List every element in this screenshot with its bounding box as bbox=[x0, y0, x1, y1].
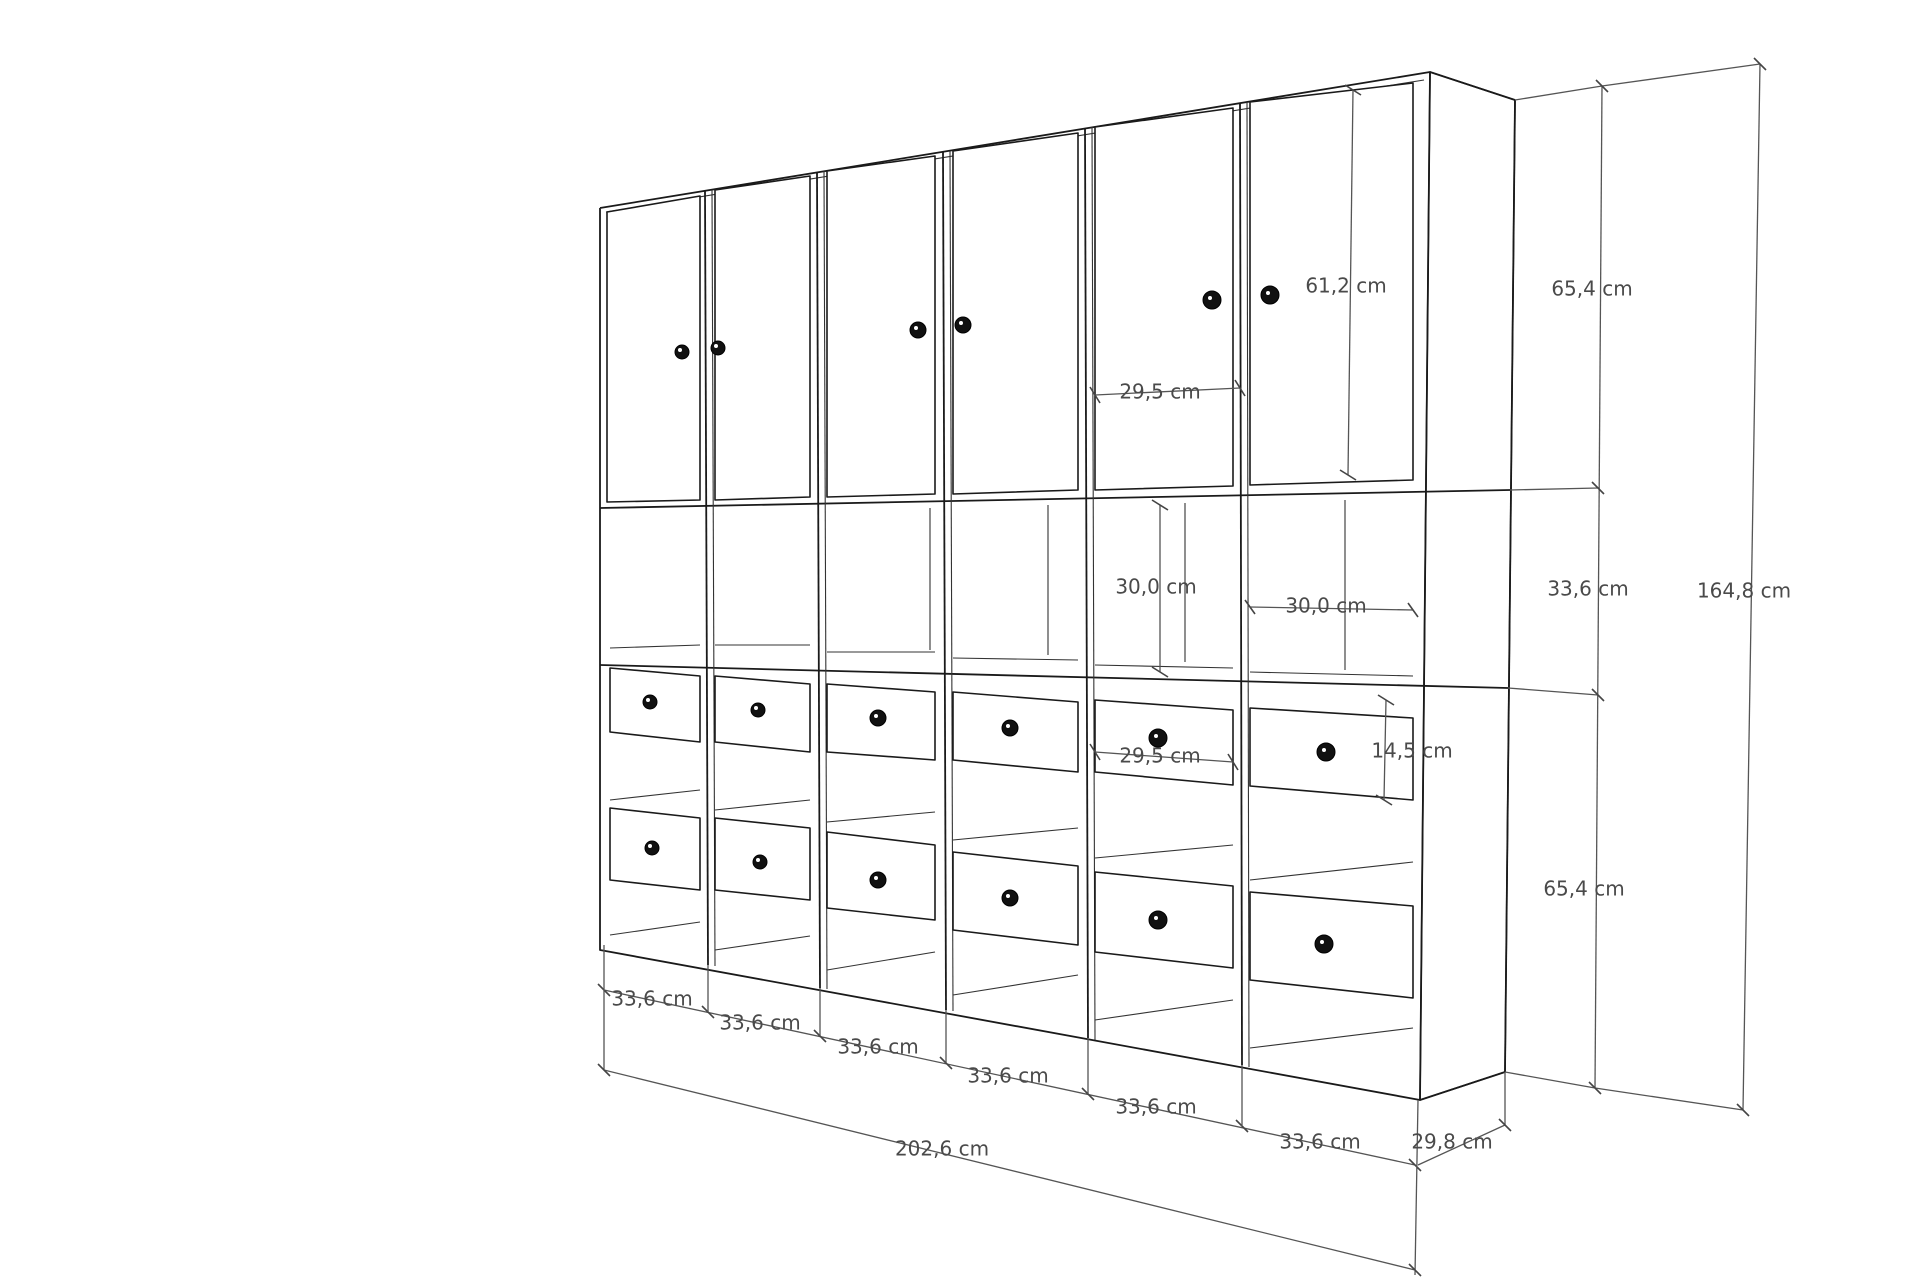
middle-module-height-label: 33,6 cm bbox=[1547, 577, 1628, 601]
drawer-row bbox=[609, 667, 1414, 999]
door-6 bbox=[1249, 82, 1414, 486]
door-2 bbox=[714, 175, 811, 501]
drawer-width-label: 29,5 cm bbox=[1119, 744, 1200, 768]
total-width-label: 202,6 cm bbox=[895, 1137, 989, 1161]
door-4 bbox=[952, 132, 1079, 495]
round-knob-icon bbox=[1314, 934, 1334, 954]
round-knob-icon bbox=[1148, 910, 1168, 930]
depth-label: 29,8 cm bbox=[1411, 1130, 1492, 1154]
round-knob-icon bbox=[1260, 285, 1280, 305]
door-1 bbox=[606, 195, 701, 503]
knobs bbox=[642, 285, 1336, 954]
door-height-label: 61,2 cm bbox=[1305, 274, 1386, 298]
round-knob-icon bbox=[869, 709, 887, 727]
total-height-label: 164,8 cm bbox=[1697, 579, 1791, 603]
open-cell-width-label: 30,0 cm bbox=[1285, 594, 1366, 618]
round-knob-icon bbox=[750, 702, 766, 718]
column-width-label-4: 33,6 cm bbox=[967, 1064, 1048, 1088]
column-width-label-1: 33,6 cm bbox=[611, 987, 692, 1011]
round-knob-icon bbox=[954, 316, 972, 334]
column-width-label-3: 33,6 cm bbox=[837, 1035, 918, 1059]
round-knob-icon bbox=[1001, 889, 1019, 907]
dimension-lines bbox=[597, 57, 1767, 1277]
round-knob-icon bbox=[1316, 742, 1336, 762]
module-separators bbox=[599, 489, 1511, 689]
round-knob-icon bbox=[644, 840, 660, 856]
door-5 bbox=[1094, 107, 1234, 491]
top-module-height-label: 65,4 cm bbox=[1551, 277, 1632, 301]
round-knob-icon bbox=[710, 340, 726, 356]
round-knob-icon bbox=[752, 854, 768, 870]
door-width-label: 29,5 cm bbox=[1119, 380, 1200, 404]
door-3 bbox=[826, 155, 936, 498]
open-cell-height-label: 30,0 cm bbox=[1115, 575, 1196, 599]
round-knob-icon bbox=[642, 694, 658, 710]
column-width-label-2: 33,6 cm bbox=[719, 1011, 800, 1035]
column-width-label-6: 33,6 cm bbox=[1279, 1130, 1360, 1154]
round-knob-icon bbox=[1202, 290, 1222, 310]
column-width-label-5: 33,6 cm bbox=[1115, 1095, 1196, 1119]
drawer-height-label: 14,5 cm bbox=[1371, 739, 1452, 763]
round-knob-icon bbox=[1001, 719, 1019, 737]
round-knob-icon bbox=[909, 321, 927, 339]
round-knob-icon bbox=[869, 871, 887, 889]
round-knob-icon bbox=[1148, 728, 1168, 748]
round-knob-icon bbox=[674, 344, 690, 360]
side-panel bbox=[1419, 71, 1516, 1101]
door-row bbox=[606, 82, 1414, 503]
open-shelf-row bbox=[609, 500, 1414, 677]
bottom-shelf-lines bbox=[609, 789, 1414, 1049]
bottom-module-height-label: 65,4 cm bbox=[1543, 877, 1624, 901]
dimension-labels: 65,4 cm 33,6 cm 65,4 cm 164,8 cm 61,2 cm… bbox=[611, 274, 1791, 1161]
